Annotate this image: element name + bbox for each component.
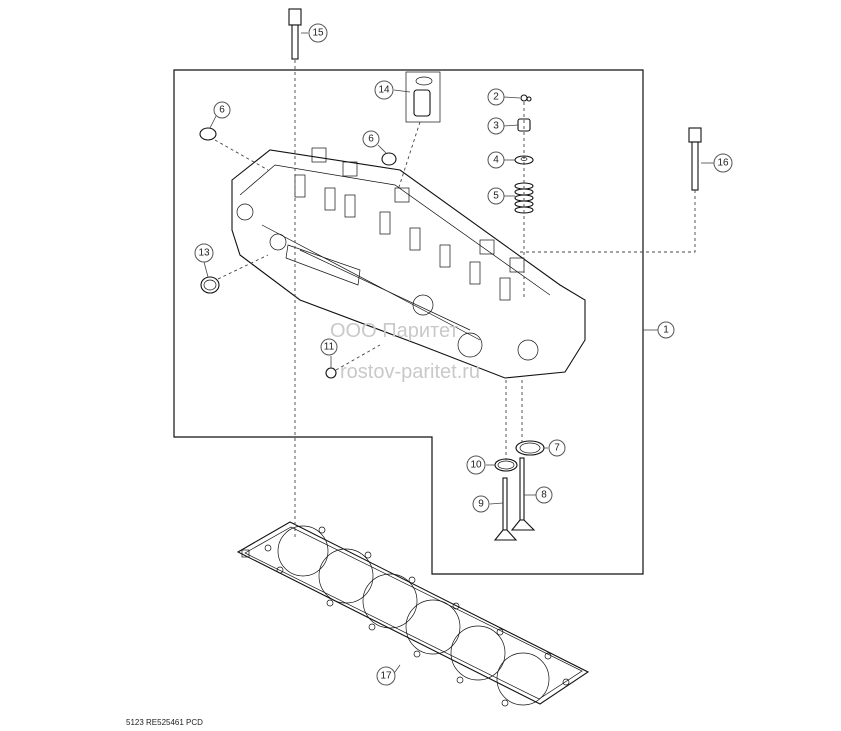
svg-text:7: 7 (554, 443, 560, 454)
svg-text:16: 16 (717, 158, 729, 169)
svg-text:2: 2 (493, 92, 499, 103)
callout-10: 10 (466, 455, 486, 475)
callout-7: 7 (548, 439, 566, 457)
watermark-company: ООО Паритет (330, 320, 459, 342)
callout-14: 14 (374, 80, 394, 100)
callout-3: 3 (487, 117, 505, 135)
svg-text:1: 1 (663, 325, 669, 336)
callout-1: 1 (657, 321, 675, 339)
expansion-plug-right (381, 152, 397, 166)
callout-4: 4 (487, 151, 505, 169)
svg-text:10: 10 (470, 460, 482, 471)
svg-text:8: 8 (541, 490, 547, 501)
assembly-frame (173, 69, 644, 575)
svg-text:6: 6 (219, 105, 225, 116)
seal-ring (200, 254, 269, 294)
svg-text:3: 3 (493, 121, 499, 132)
svg-text:5: 5 (493, 191, 499, 202)
svg-text:4: 4 (493, 155, 499, 166)
callout-8: 8 (535, 486, 553, 504)
drawing-reference-code: 5123 RE525461 PCD (126, 718, 203, 727)
svg-text:15: 15 (312, 28, 324, 39)
leader-lines (203, 32, 714, 677)
valve-seat-insert-exhaust (494, 458, 518, 472)
callout-5: 5 (487, 187, 505, 205)
callout-11: 11 (320, 338, 338, 356)
valve-exhaust (493, 477, 518, 541)
callout-16: 16 (713, 153, 733, 173)
head-bolt-long (288, 8, 302, 540)
svg-text:17: 17 (380, 671, 392, 682)
valve-intake (510, 457, 536, 531)
svg-text:14: 14 (378, 85, 390, 96)
callout-15: 15 (308, 23, 328, 43)
svg-text:11: 11 (324, 342, 335, 353)
expansion-plug-left (199, 127, 269, 171)
cylinder-head (231, 147, 586, 379)
injector-sleeve (397, 71, 441, 191)
head-bolt-short (520, 127, 702, 253)
watermark-website: rostov-paritet.ru (340, 361, 480, 383)
callout-9: 9 (472, 495, 490, 513)
head-gasket (236, 521, 590, 707)
valve-keepers (520, 94, 532, 102)
callout-6-right: 6 (362, 130, 380, 148)
valve-seat-insert-intake (515, 440, 545, 456)
callout-17: 17 (376, 666, 396, 686)
svg-text:9: 9 (478, 499, 484, 510)
callout-13: 13 (194, 243, 214, 263)
callout-2: 2 (487, 88, 505, 106)
callout-6-left: 6 (213, 101, 231, 119)
svg-text:13: 13 (198, 248, 210, 259)
svg-text:6: 6 (368, 134, 374, 145)
